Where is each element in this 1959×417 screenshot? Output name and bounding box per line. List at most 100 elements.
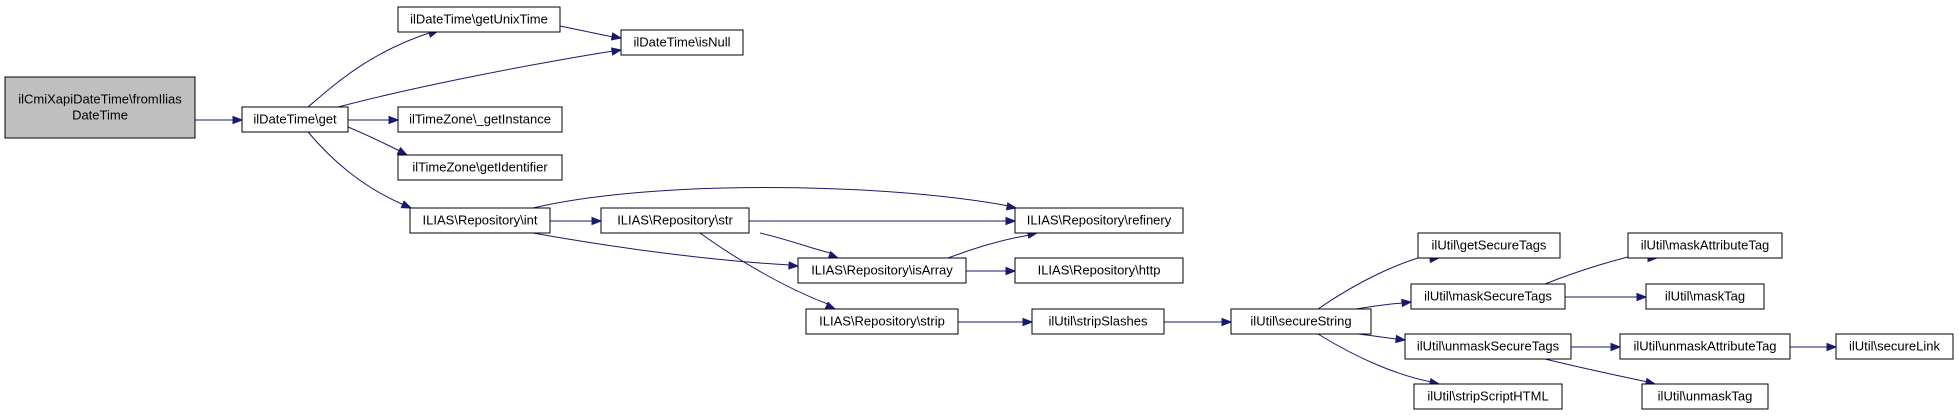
node-repo-http[interactable]: ILIAS\Repository\http [1014,257,1184,284]
arrowhead-icon [1826,342,1838,352]
arrowhead-icon [1221,317,1233,327]
node-label: ilUtil\unmaskSecureTags [1417,339,1560,354]
edge-repo_int-to-repo_str [550,216,603,226]
node-label: ILIAS\Repository\http [1038,263,1161,278]
node-label: ILIAS\Repository\str [617,213,733,228]
node-u-masktag[interactable]: ilUtil\maskTag [1645,283,1765,310]
edge-dt_unix-to-dt_isnull [559,25,623,41]
node-label: ilCmiXapiDateTime\fromIlias [18,92,182,107]
arrowhead-icon [1401,298,1413,308]
edge-u_unmasksec-to-u_unmaskattr [1570,342,1622,352]
node-box [1835,333,1954,360]
arrowhead-icon [1005,202,1018,211]
arrowhead-icon [1610,342,1622,352]
edge-dt_get-to-dt_isnull [337,47,623,108]
node-label: ilUtil\unmaskAttributeTag [1633,339,1776,354]
edge-line [532,187,1010,209]
edges-layer [195,25,1838,387]
node-u-secstr[interactable]: ilUtil\secureString [1230,308,1372,335]
edge-line [1544,358,1649,383]
node-tz-ident[interactable]: ilTimeZone\getIdentifier [397,154,563,181]
node-box [1413,383,1563,410]
node-label: ilTimeZone\getIdentifier [412,160,548,175]
node-u-seclink[interactable]: ilUtil\secureLink [1835,333,1954,360]
node-box [1404,333,1572,360]
edge-dt_get-to-dt_unix [307,29,440,108]
edge-line [1355,302,1404,310]
node-box [1410,283,1566,310]
edge-repo_int-to-repo_ref [532,187,1018,211]
node-u-unmasksec[interactable]: ilUtil\unmaskSecureTags [1404,333,1572,360]
arrowhead-icon [1636,292,1648,302]
node-label: ilUtil\maskTag [1665,289,1745,304]
node-u-stripsl[interactable]: ilUtil\stripSlashes [1031,308,1165,335]
node-box [397,6,561,33]
node-u-stripscr[interactable]: ilUtil\stripScriptHTML [1413,383,1563,410]
node-label: ilDateTime\get [253,112,337,127]
node-repo-ref[interactable]: ILIAS\Repository\refinery [1014,207,1184,234]
node-repo-int[interactable]: ILIAS\Repository\int [409,207,551,234]
edge-line [759,232,831,254]
node-box [805,308,959,335]
edge-repo_strip-to-u_stripsl [958,317,1034,327]
edge-line [1317,333,1433,383]
node-label: ILIAS\Repository\isArray [811,263,953,278]
node-box [397,106,563,133]
node-dt-unix[interactable]: ilDateTime\getUnixTime [397,6,561,33]
arrowhead-icon [1022,317,1034,327]
node-repo-str[interactable]: ILIAS\Repository\str [600,207,750,234]
node-box [797,257,967,284]
arrowhead-icon [232,115,244,125]
edge-line [947,234,1031,259]
node-label: ilUtil\getSecureTags [1432,238,1547,253]
edge-root-to-dt_get [195,115,244,125]
node-box [1645,283,1765,310]
node-box [620,29,744,56]
node-repo-arr[interactable]: ILIAS\Repository\isArray [797,257,967,284]
node-u-getsec[interactable]: ilUtil\getSecureTags [1417,232,1561,259]
node-box [397,154,563,181]
edge-line [699,232,829,305]
node-box [1031,308,1165,335]
arrowhead-icon [788,261,800,270]
edge-repo_arr-to-repo_http [965,266,1017,276]
arrowhead-icon [1005,216,1017,226]
edge-repo_int-to-repo_arr [532,232,800,270]
arrowhead-icon [610,32,623,41]
edge-u_unmaskattr-to-u_seclink [1789,342,1838,352]
node-repo-strip[interactable]: ILIAS\Repository\strip [805,308,959,335]
node-label: ILIAS\Repository\strip [819,314,945,329]
node-label: ILIAS\Repository\refinery [1027,213,1172,228]
edge-u_stripsl-to-u_secstr [1164,317,1233,327]
node-label: ilTimeZone\_getInstance [409,112,551,127]
node-box [1230,308,1372,335]
node-dt-isnull[interactable]: ilDateTime\isNull [620,29,744,56]
edge-repo_str-to-repo_ref [749,216,1017,226]
node-box [600,207,750,234]
node-label: ILIAS\Repository\int [423,213,538,228]
node-box [4,76,196,139]
node-u-masksec[interactable]: ilUtil\maskSecureTags [1410,283,1566,310]
edge-u_unmasksec-to-u_unmasktag [1544,358,1657,387]
edge-u_masksec-to-u_masktag [1565,292,1648,302]
node-box [1619,333,1791,360]
node-u-unmaskattr[interactable]: ilUtil\unmaskAttributeTag [1619,333,1791,360]
node-u-maskattr[interactable]: ilUtil\maskAttributeTag [1627,232,1783,259]
edge-dt_get-to-repo_int [307,131,413,209]
node-label: DateTime [72,108,128,123]
edge-repo_arr-to-repo_ref [947,230,1039,259]
node-tz-inst[interactable]: ilTimeZone\_getInstance [397,106,563,133]
node-u-unmasktag[interactable]: ilUtil\unmaskTag [1641,383,1769,410]
node-label: ilUtil\stripScriptHTML [1427,389,1548,404]
edge-line [307,131,405,206]
node-label: ilUtil\maskAttributeTag [1641,238,1770,253]
edge-line [347,126,401,152]
node-dt-get[interactable]: ilDateTime\get [241,106,349,133]
node-label: ilUtil\secureString [1250,314,1351,329]
node-box [409,207,551,234]
arrowhead-icon [400,200,413,209]
node-label: ilUtil\maskSecureTags [1424,289,1552,304]
